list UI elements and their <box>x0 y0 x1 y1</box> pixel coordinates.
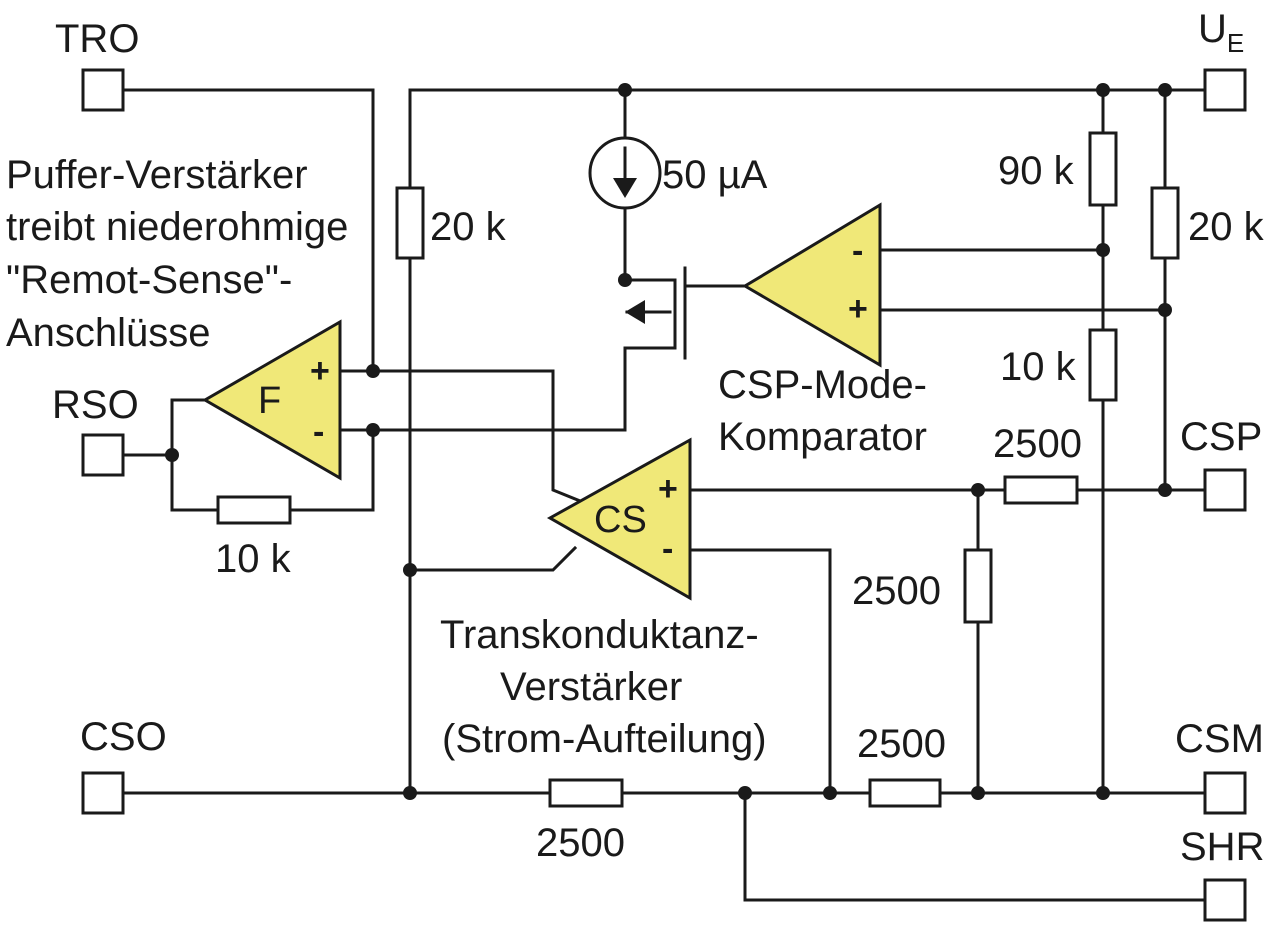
pin-label-cso: CSO <box>80 715 167 759</box>
junction-dots <box>165 83 1172 800</box>
terminal-tro <box>81 68 125 112</box>
annotation-cs-line-3: (Strom-Aufteilung) <box>442 717 767 761</box>
component-labels: 50 µA 20 k 90 k 20 k 10 k 10 k 2500 2500… <box>215 149 1265 865</box>
label-90k: 90 k <box>998 149 1075 193</box>
label-2500-csp: 2500 <box>993 422 1082 466</box>
resistor-90k <box>1088 131 1118 207</box>
pin-terminals <box>81 68 1247 922</box>
terminal-cso <box>81 771 125 815</box>
annotation-comparator: CSP-Mode- Komparator <box>718 363 927 459</box>
label-20k-left: 20 k <box>430 205 507 249</box>
cs-amp-minus: - <box>662 530 673 568</box>
buffer-amplifier: F + - <box>202 319 342 481</box>
annotation-cs-line-2: Verstärker <box>500 665 682 709</box>
annotation-comparator-line-2: Komparator <box>718 415 927 459</box>
cs-amp-name: CS <box>594 499 647 541</box>
label-current-source: 50 µA <box>662 153 768 197</box>
resistor-10k-feedback <box>216 495 292 525</box>
annotation-cs-line-1: Transkonduktanz- <box>440 613 759 657</box>
annotation-cs: Transkonduktanz- Verstärker (Strom-Aufte… <box>440 613 767 761</box>
resistor-20k-left <box>395 186 425 260</box>
pin-label-ue: UE <box>1198 7 1244 58</box>
buffer-amp-minus: - <box>313 413 324 451</box>
pin-label-shr: SHR <box>1180 825 1264 869</box>
terminal-ue <box>1203 68 1247 112</box>
annotation-comparator-line-1: CSP-Mode- <box>718 363 927 407</box>
annotation-buffer-line-4: Anschlüsse <box>6 311 211 355</box>
resistor-2500-cso <box>548 778 624 808</box>
label-2500-cso: 2500 <box>536 821 625 865</box>
buffer-amp-plus: + <box>310 352 330 390</box>
comparator-plus: + <box>848 290 868 328</box>
pin-label-tro: TRO <box>55 17 139 61</box>
terminal-rso <box>81 433 125 477</box>
annotation-buffer-line-1: Puffer-Verstärker <box>6 153 308 197</box>
pin-label-rso: RSO <box>52 383 139 427</box>
resistor-10k-divider <box>1088 328 1118 402</box>
resistor-2500-vertical <box>963 548 993 624</box>
terminal-csm <box>1203 771 1247 815</box>
resistors <box>216 131 1180 808</box>
label-10k-divider: 10 k <box>1000 345 1077 389</box>
resistor-2500-csp <box>1003 475 1079 505</box>
current-source <box>588 136 662 210</box>
mosfet-arrow-icon <box>625 300 645 324</box>
pin-label-csp: CSP <box>1180 415 1262 459</box>
terminal-shr <box>1203 878 1247 922</box>
annotation-buffer-line-2: treibt niederohmige <box>6 205 348 249</box>
buffer-amp-name: F <box>258 380 281 422</box>
terminal-csp <box>1203 468 1247 512</box>
resistor-20k-right <box>1150 186 1180 260</box>
label-10k-feedback: 10 k <box>215 537 292 581</box>
comparator-minus: - <box>852 232 863 270</box>
pin-label-csm: CSM <box>1175 717 1264 761</box>
annotation-buffer: Puffer-Verstärker treibt niederohmige "R… <box>6 153 348 355</box>
label-20k-right: 20 k <box>1188 205 1265 249</box>
cs-amplifier: CS + - <box>546 437 692 601</box>
resistor-2500-csm <box>868 778 942 808</box>
comparator-amplifier: + - <box>742 202 882 368</box>
label-2500-vertical: 2500 <box>852 569 941 613</box>
cs-amp-plus: + <box>658 470 678 508</box>
label-2500-csm: 2500 <box>857 722 946 766</box>
annotation-buffer-line-3: "Remot-Sense"- <box>6 258 292 302</box>
pin-labels: TRO UE RSO CSP CSO CSM SHR <box>52 7 1264 869</box>
